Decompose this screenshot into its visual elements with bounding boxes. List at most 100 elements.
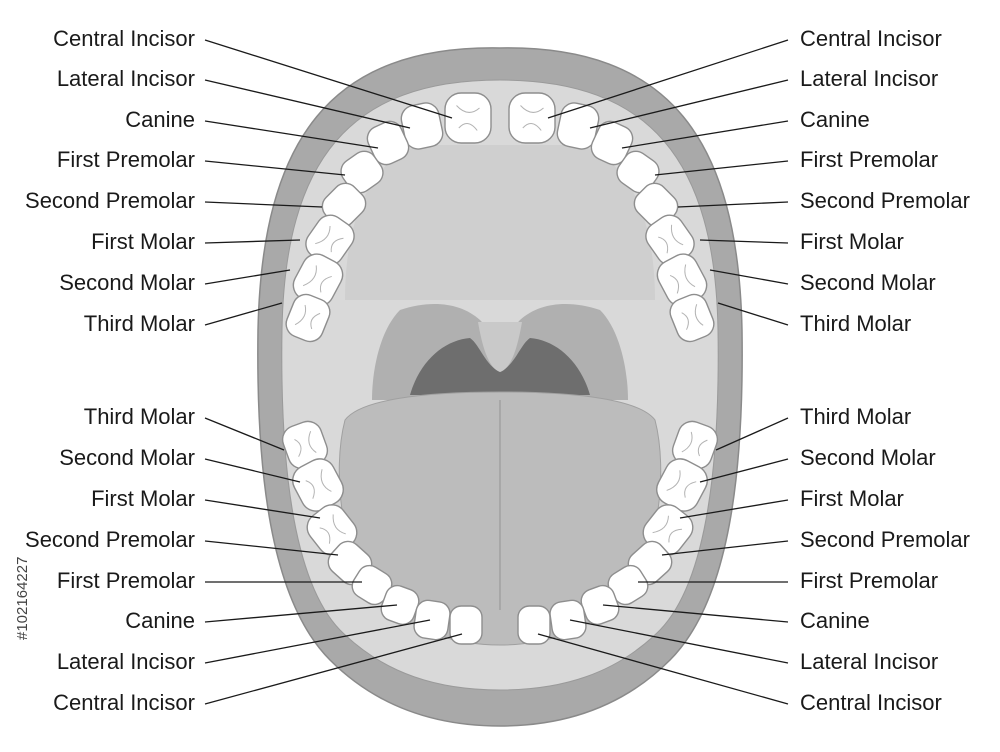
tooth-upper-right-second-molar bbox=[656, 253, 708, 307]
leader-upper-right-first-molar bbox=[699, 239, 789, 244]
tooth-upper-left-third-molar-groove bbox=[294, 304, 321, 330]
leader-lower-right-lateral-incisor bbox=[569, 619, 789, 664]
label-lower-right-lateral-incisor: Lateral Incisor bbox=[800, 649, 938, 674]
leader-lower-right-canine bbox=[602, 604, 789, 623]
leader-upper-left-first-premolar bbox=[204, 160, 346, 176]
label-upper-left-canine: Canine bbox=[125, 107, 195, 132]
label-upper-left-third-molar: Third Molar bbox=[84, 311, 195, 336]
label-upper-left-central-incisor: Central Incisor bbox=[53, 26, 195, 51]
tooth-upper-right-canine-crown bbox=[590, 120, 634, 166]
tooth-upper-right-first-molar-groove bbox=[658, 224, 684, 254]
label-upper-left-second-molar: Second Molar bbox=[59, 270, 195, 295]
tooth-lower-right-lateral-incisor-crown bbox=[549, 599, 587, 641]
label-upper-right-second-molar: Second Molar bbox=[800, 270, 936, 295]
tooth-lower-left-lateral-incisor-crown bbox=[413, 599, 451, 641]
label-upper-right-third-molar: Third Molar bbox=[800, 311, 911, 336]
label-lower-right-second-premolar: Second Premolar bbox=[800, 527, 970, 552]
label-lower-left-second-molar: Second Molar bbox=[59, 445, 195, 470]
label-lower-left-first-molar: First Molar bbox=[91, 486, 195, 511]
tooth-upper-left-lateral-incisor bbox=[400, 102, 444, 150]
leader-lower-right-second-molar bbox=[699, 458, 789, 483]
label-lower-right-second-molar: Second Molar bbox=[800, 445, 936, 470]
leader-upper-left-canine bbox=[204, 120, 379, 149]
tooth-upper-left-lateral-incisor-crown bbox=[400, 102, 444, 150]
leader-upper-left-third-molar bbox=[204, 302, 283, 326]
label-upper-right-first-molar: First Molar bbox=[800, 229, 904, 254]
leader-lower-left-first-molar bbox=[204, 499, 321, 519]
label-lower-left-third-molar: Third Molar bbox=[84, 404, 195, 429]
leader-lower-left-second-premolar bbox=[204, 540, 339, 556]
label-upper-left-first-molar: First Molar bbox=[91, 229, 195, 254]
leader-upper-right-second-molar bbox=[709, 269, 789, 285]
tooth-upper-right-third-molar-groove bbox=[681, 304, 704, 330]
tooth-upper-left-third-molar bbox=[285, 293, 331, 343]
tooth-upper-right-lateral-incisor bbox=[556, 102, 600, 150]
tooth-lower-left-third-molar-groove bbox=[294, 431, 317, 457]
tooth-upper-right-lateral-incisor-crown bbox=[556, 102, 600, 150]
label-lower-right-first-molar: First Molar bbox=[800, 486, 904, 511]
leader-upper-right-lateral-incisor bbox=[589, 79, 789, 129]
uvula bbox=[478, 322, 522, 372]
label-upper-right-central-incisor: Central Incisor bbox=[800, 26, 942, 51]
leader-upper-right-second-premolar bbox=[677, 201, 789, 208]
tooth-upper-right-second-molar-groove bbox=[669, 264, 696, 294]
label-lower-left-first-premolar: First Premolar bbox=[57, 568, 195, 593]
label-upper-left-second-premolar: Second Premolar bbox=[25, 188, 195, 213]
leader-lower-right-central-incisor bbox=[537, 633, 789, 705]
label-lower-right-canine: Canine bbox=[800, 608, 870, 633]
palate bbox=[345, 145, 655, 300]
label-lower-left-canine: Canine bbox=[125, 608, 195, 633]
label-lower-left-lateral-incisor: Lateral Incisor bbox=[57, 649, 195, 674]
leader-lower-right-second-premolar bbox=[661, 540, 789, 556]
leader-upper-left-first-molar bbox=[204, 239, 301, 244]
label-upper-right-canine: Canine bbox=[800, 107, 870, 132]
leader-lower-right-third-molar bbox=[715, 417, 789, 451]
label-lower-right-central-incisor: Central Incisor bbox=[800, 690, 942, 715]
tooth-lower-right-first-molar-groove bbox=[652, 515, 682, 543]
tooth-upper-left-first-molar-groove bbox=[315, 225, 344, 253]
leader-upper-right-first-premolar bbox=[654, 160, 789, 176]
teeth bbox=[281, 92, 719, 645]
label-lower-left-central-incisor: Central Incisor bbox=[53, 690, 195, 715]
label-upper-left-first-premolar: First Premolar bbox=[57, 147, 195, 172]
tooth-upper-right-central-incisor bbox=[508, 92, 556, 144]
tooth-lower-right-second-molar-groove bbox=[666, 470, 697, 498]
label-lower-left-second-premolar: Second Premolar bbox=[25, 527, 195, 552]
tooth-lower-left-first-molar-groove bbox=[319, 514, 346, 544]
leader-lines bbox=[204, 39, 789, 705]
leader-upper-right-central-incisor bbox=[547, 39, 789, 119]
tooth-upper-left-central-incisor-groove bbox=[456, 105, 480, 131]
leader-upper-left-second-molar bbox=[204, 269, 291, 285]
label-lower-right-first-premolar: First Premolar bbox=[800, 568, 938, 593]
stock-id-watermark: #102164227 bbox=[14, 557, 31, 640]
tooth-upper-right-third-molar bbox=[669, 293, 715, 343]
tooth-lower-right-lateral-incisor bbox=[549, 599, 587, 641]
tooth-lower-right-second-molar bbox=[656, 458, 708, 512]
tooth-upper-right-canine bbox=[590, 120, 634, 166]
leader-upper-left-lateral-incisor bbox=[204, 79, 411, 129]
leader-upper-right-canine bbox=[621, 120, 789, 149]
leader-lower-right-first-molar bbox=[679, 499, 789, 519]
tooth-upper-left-central-incisor bbox=[444, 92, 492, 144]
leader-upper-left-central-incisor bbox=[204, 39, 453, 119]
tooth-lower-right-central-incisor-crown bbox=[517, 605, 551, 645]
tooth-lower-left-lateral-incisor bbox=[413, 599, 451, 641]
leader-lower-left-central-incisor bbox=[204, 633, 463, 705]
tooth-upper-right-central-incisor-groove bbox=[520, 105, 544, 131]
tooth-lower-left-central-incisor bbox=[449, 605, 483, 645]
tooth-upper-left-third-molar-crown bbox=[285, 293, 331, 343]
leader-lower-left-canine bbox=[204, 604, 398, 623]
leader-lower-left-third-molar bbox=[204, 417, 285, 451]
tooth-upper-right-third-molar-crown bbox=[669, 293, 715, 343]
leader-upper-left-second-premolar bbox=[204, 201, 323, 208]
tooth-lower-right-third-molar-groove bbox=[681, 431, 708, 457]
throat bbox=[410, 338, 590, 395]
tooth-upper-left-canine-crown bbox=[366, 120, 410, 166]
tooth-upper-left-second-molar-groove bbox=[302, 265, 332, 293]
leader-lower-left-second-molar bbox=[204, 458, 301, 483]
label-upper-left-lateral-incisor: Lateral Incisor bbox=[57, 66, 195, 91]
tooth-lower-right-central-incisor bbox=[517, 605, 551, 645]
